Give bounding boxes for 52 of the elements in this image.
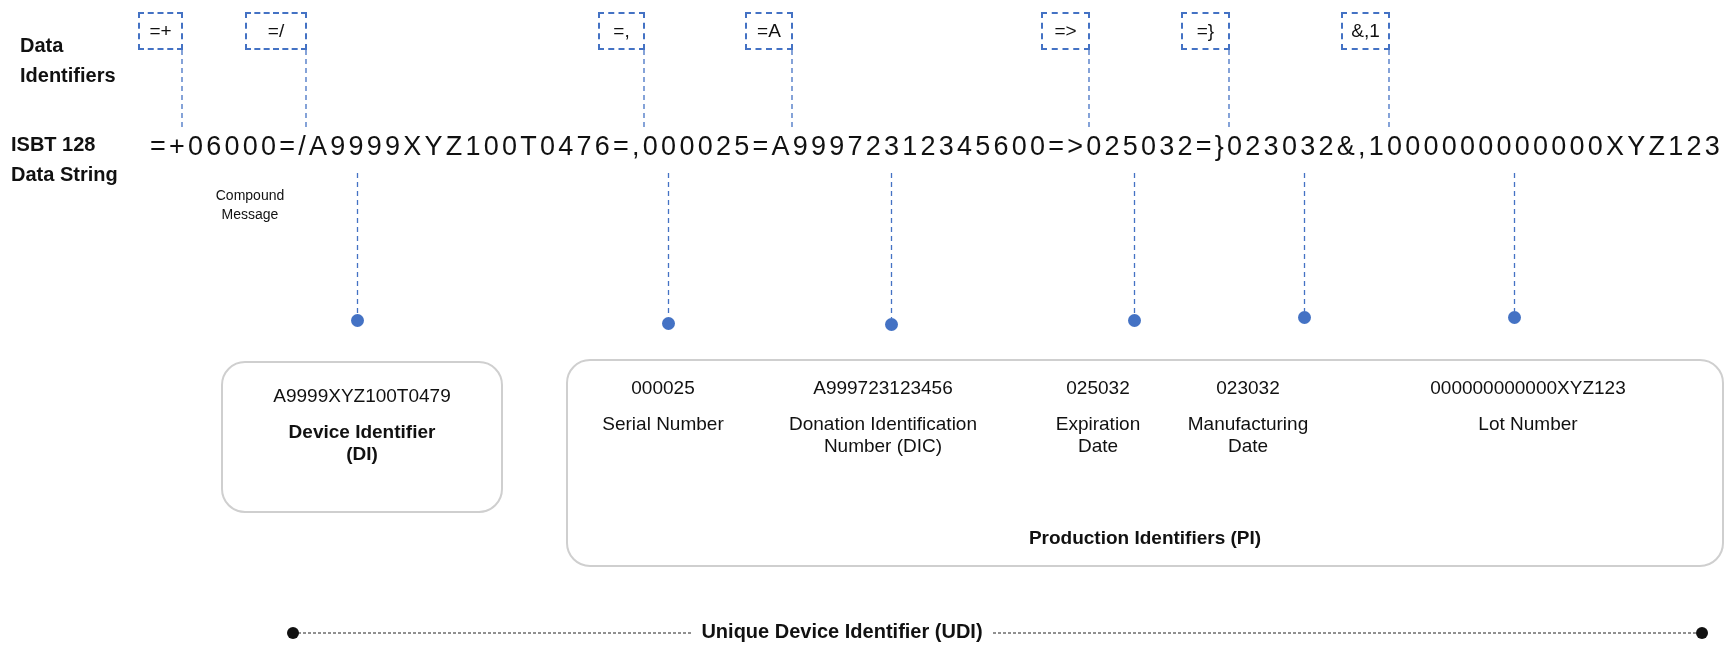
leader-line — [890, 172, 893, 319]
field-name: Expiration Date — [1054, 413, 1142, 457]
leader-line — [1303, 172, 1306, 312]
leader-line — [1388, 49, 1390, 128]
identifier-code: =+ — [149, 20, 172, 42]
identifier-value: A999723123456 — [813, 377, 953, 399]
identifier-box — [245, 12, 307, 50]
field-name: Manufacturing Date — [1186, 413, 1310, 457]
span-label: Unique Device Identifier (UDI) — [693, 620, 991, 643]
leader-line — [1133, 172, 1136, 315]
panel-title: Device Identifier (DI) — [287, 421, 437, 465]
row-heading: Data Identifiers — [20, 33, 117, 88]
panel-title: Production Identifiers (PI) — [1027, 527, 1263, 549]
identifier-box — [745, 12, 793, 50]
identifier-value: 000025 — [631, 377, 695, 399]
identifier-box — [598, 12, 645, 50]
dot-marker — [1128, 314, 1141, 327]
dot-marker — [885, 318, 898, 331]
rounded-panel — [566, 359, 1724, 567]
identifier-code: => — [1054, 20, 1077, 42]
identifier-value: A9999XYZ100T0479 — [272, 385, 452, 407]
identifier-box — [138, 12, 183, 50]
identifier-value: 000000000000XYZ123 — [1430, 377, 1626, 399]
identifier-code: =A — [757, 20, 781, 42]
identifier-box — [1041, 12, 1090, 50]
dot-marker — [351, 314, 364, 327]
leader-line — [1513, 172, 1516, 312]
leader-line — [791, 49, 793, 128]
row-heading: ISBT 128 Data String — [11, 132, 119, 187]
rounded-panel — [221, 361, 503, 513]
dot-marker — [1508, 311, 1521, 324]
leader-line — [1228, 49, 1230, 128]
identifier-code: =, — [613, 20, 630, 42]
leader-line — [643, 49, 645, 128]
dot-marker — [662, 317, 675, 330]
leader-line — [1088, 49, 1090, 128]
field-name: Donation Identification Number (DIC) — [788, 413, 978, 457]
data-string: =+06000=/A9999XYZ100T0476=,000025=A99972312345600=>025032=}023032&,1000000000000XYZ123 — [150, 130, 1723, 162]
identifier-value: 025032 — [1066, 377, 1130, 399]
field-name: Serial Number — [602, 413, 724, 435]
identifier-value: 023032 — [1216, 377, 1280, 399]
annotation-text: Compound Message — [214, 186, 286, 224]
identifier-code: =/ — [267, 20, 285, 42]
leader-line — [181, 49, 183, 128]
leader-line — [356, 172, 359, 315]
identifier-box — [1341, 12, 1390, 50]
dot-marker — [1298, 311, 1311, 324]
identifier-box — [1181, 12, 1230, 50]
identifier-code: &,1 — [1351, 20, 1380, 42]
leader-line — [305, 49, 307, 128]
field-name: Lot Number — [1478, 413, 1578, 435]
identifier-code: =} — [1196, 20, 1215, 42]
